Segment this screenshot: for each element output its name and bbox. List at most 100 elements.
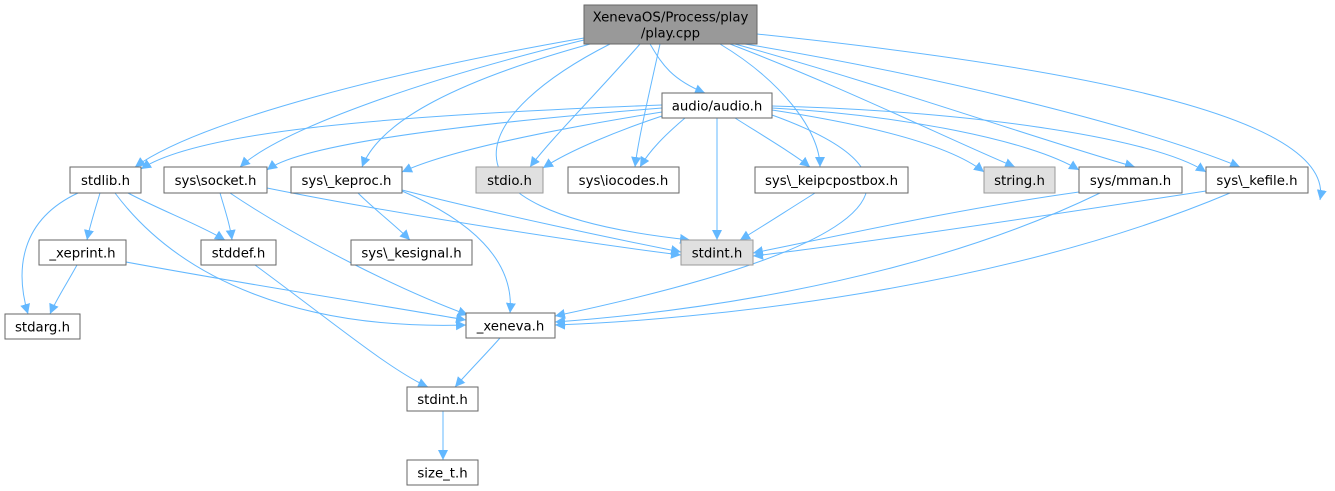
edge-root-to-keproc (360, 43, 591, 168)
node-box (290, 166, 403, 194)
edge-root-to-stdio (529, 43, 641, 168)
node-label: XenevaOS/Process/play (593, 11, 749, 26)
edge-root-to-socket (239, 39, 585, 168)
edges-layer (20, 33, 1327, 460)
node-box (680, 239, 754, 266)
node-box (200, 239, 277, 266)
edge-keipc-to-stdint_sys (739, 192, 816, 241)
edge-audio-to-keproc (401, 111, 663, 173)
edge-stdlib-to-xeprint (84, 192, 101, 241)
node-label: size_t.h (417, 467, 467, 482)
node-label: sys\_kesignal.h (361, 247, 461, 262)
node-label: sys\_kefile.h (1216, 174, 1297, 189)
edge-root-to-xeneva (756, 33, 1327, 201)
edge-audio-to-iocodes (639, 117, 686, 168)
node-label: stdlib.h (81, 174, 130, 189)
edge-root-to-stdlib (134, 37, 585, 168)
node-socket[interactable]: sys\socket.h (163, 166, 268, 194)
node-stdint-sys: stdint.h (680, 239, 754, 266)
edge-audio-to-xeneva (554, 114, 868, 319)
node-string: string.h (983, 166, 1056, 194)
node-kesignal[interactable]: sys\_kesignal.h (350, 239, 473, 266)
node-label: sys/mman.h (1090, 174, 1171, 189)
node-box (1205, 166, 1309, 194)
node-label: sys\socket.h (175, 174, 257, 189)
node-label: stdint.h (417, 393, 468, 408)
edge-audio-to-stdio (542, 115, 663, 169)
node-label: _xeneva.h (476, 320, 545, 335)
node-box (69, 166, 142, 194)
node-box (983, 166, 1056, 194)
edge-keproc-to-stdint_sys (401, 189, 682, 255)
edge-root-to-keipc (719, 43, 825, 168)
edge-root-to-string (729, 43, 1016, 168)
node-box (475, 166, 544, 194)
node-stdio: stdio.h (475, 166, 544, 194)
edge-stdlib-to-stddef (127, 192, 226, 241)
node-box (350, 239, 473, 266)
edge-xeprint-to-xeneva (125, 261, 467, 324)
node-label: stdio.h (487, 174, 532, 189)
node-box (567, 166, 680, 194)
node-box (583, 4, 758, 45)
node-label: string.h (994, 174, 1045, 189)
edge-root-to-stdint_sys (495, 43, 691, 244)
edge-kefile-to-stdint_sys (752, 190, 1207, 260)
node-label: audio/audio.h (672, 100, 763, 115)
edge-stdlib-to-xeneva (114, 192, 467, 331)
node-box (1078, 166, 1183, 194)
edge-audio-to-mman (771, 107, 1080, 171)
node-label: sys\iocodes.h (579, 174, 669, 189)
node-stdlib[interactable]: stdlib.h (69, 166, 142, 194)
node-iocodes[interactable]: sys\iocodes.h (567, 166, 680, 194)
node-label: stdint.h (692, 247, 743, 262)
node-box (4, 313, 81, 340)
node-box (163, 166, 268, 194)
edge-root-to-mman (734, 43, 1136, 170)
node-label: stdarg.h (15, 321, 70, 336)
edge-socket-to-xeneva (229, 192, 469, 317)
edge-mman-to-xeneva (554, 192, 1101, 327)
edge-stdlib-to-stdarg (20, 192, 79, 315)
node-stdarg[interactable]: stdarg.h (4, 313, 81, 340)
node-size-t[interactable]: size_t.h (406, 459, 479, 486)
edge-stddef-to-stdint (254, 264, 429, 388)
nodes-layer: XenevaOS/Process/play/play.cpp audio/audi… (4, 4, 1309, 486)
node-audio[interactable]: audio/audio.h (661, 92, 773, 119)
node-box (406, 459, 479, 486)
edge-keproc-to-xeneva (401, 190, 516, 314)
edge-audio-to-socket (266, 107, 663, 171)
edge-root-to-audio (649, 43, 706, 94)
edge-socket-to-stdint_sys (266, 187, 682, 259)
edge-socket-to-stddef (219, 192, 236, 241)
edge-audio-to-kefile (771, 105, 1207, 173)
node-label: stddef.h (212, 247, 266, 262)
node-label: sys\_keipcpostbox.h (765, 174, 898, 189)
node-keproc[interactable]: sys\_keproc.h (290, 166, 403, 194)
edge-xeprint-to-stdarg (49, 264, 78, 315)
node-stdint[interactable]: stdint.h (406, 386, 479, 412)
node-kefile[interactable]: sys\_kefile.h (1205, 166, 1309, 194)
node-box (465, 312, 556, 339)
node-xeprint[interactable]: _xeprint.h (38, 239, 127, 266)
node-label: sys\_keproc.h (302, 174, 392, 189)
node-box (754, 166, 909, 194)
node-label: _xeprint.h (48, 247, 115, 262)
edge-audio-to-stdlib (140, 104, 663, 170)
node-stddef[interactable]: stddef.h (200, 239, 277, 266)
edge-audio-to-string (771, 109, 985, 173)
node-mman[interactable]: sys/mman.h (1078, 166, 1183, 194)
edge-mman-to-stdint_sys (752, 191, 1080, 257)
node-box (38, 239, 127, 266)
node-root[interactable]: XenevaOS/Process/play/play.cpp (583, 4, 758, 45)
node-keipc[interactable]: sys\_keipcpostbox.h (754, 166, 909, 194)
node-xeneva[interactable]: _xeneva.h (465, 312, 556, 339)
edge-kefile-to-xeneva (554, 192, 1231, 330)
edge-keproc-to-kesignal (357, 192, 411, 241)
node-box (661, 92, 773, 119)
node-label: /play.cpp (641, 27, 700, 42)
node-box (406, 386, 479, 412)
edge-root-to-iocodes (631, 43, 661, 168)
edge-xeneva-to-stdint (454, 337, 501, 388)
edge-audio-to-keipc (734, 117, 811, 168)
